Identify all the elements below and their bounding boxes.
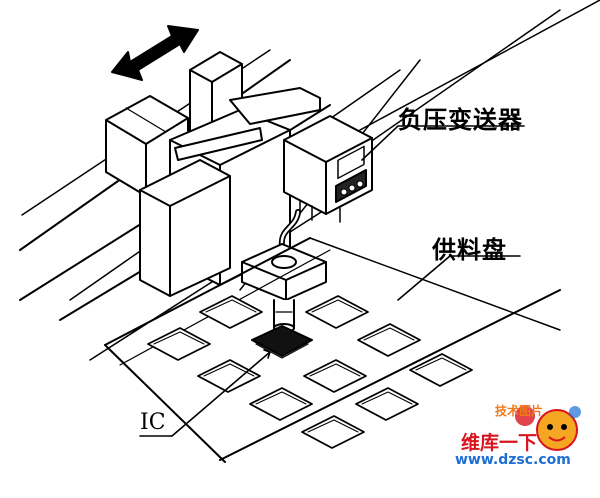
ic-chip (251, 325, 313, 359)
nozzle-holder (241, 243, 327, 301)
head-housing (139, 87, 321, 297)
gantry-carriage (105, 95, 189, 197)
leader-lines (139, 125, 525, 437)
leader-ic-head (263, 349, 271, 359)
pressure-sensor-label: 负压变送器 (398, 106, 523, 134)
leader-pressure-sensor (361, 125, 525, 161)
watermark-url: www.dzsc.com (455, 452, 571, 468)
ic-label: IC (140, 410, 166, 435)
motion-arrow-icon (111, 25, 199, 81)
watermark-main-text: 维库一下 (461, 432, 538, 454)
watermark-top-text: 技术图片 (495, 404, 544, 418)
leader-supply-tray (397, 255, 521, 301)
pressure-sensor-box (283, 115, 373, 223)
watermark-logo: 技术图片 维库一下 www.dzsc.com (455, 400, 595, 492)
supply-tray-label: 供料盘 (432, 236, 507, 264)
leader-ic (171, 351, 271, 437)
tray-pockets (147, 295, 473, 449)
cartoon-mascot-icon (515, 406, 581, 451)
